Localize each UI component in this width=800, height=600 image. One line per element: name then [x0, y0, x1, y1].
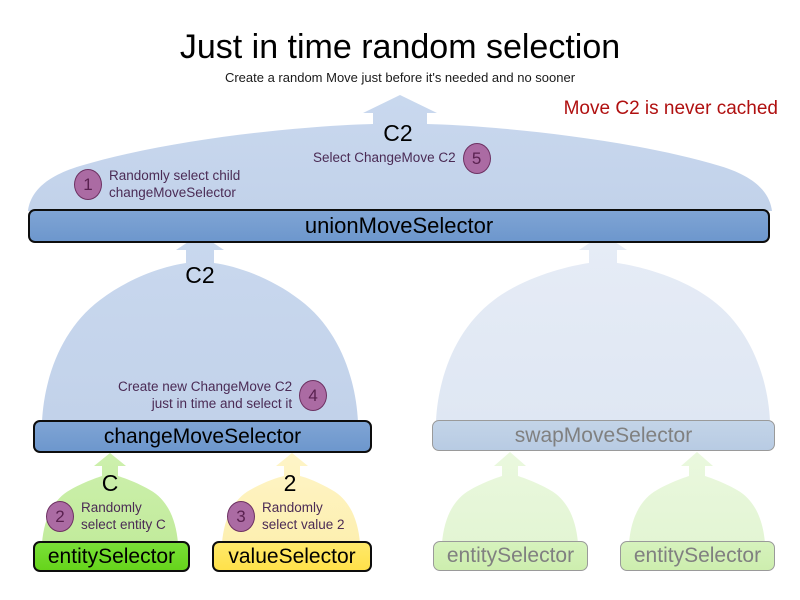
node-union-move-selector[interactable]: unionMoveSelector: [28, 209, 770, 243]
move-label-union: C2: [383, 120, 413, 146]
annotation-4-text: Create new ChangeMove C2 just in time an…: [118, 379, 293, 411]
move-label-value: 2: [283, 470, 297, 496]
fan-swap-to-union: [436, 234, 770, 421]
node-entity-selector-1[interactable]: entitySelector: [33, 541, 190, 572]
annotation-3: 3 Randomly select value 2: [227, 500, 345, 534]
annotation-2-number: 2: [46, 501, 74, 533]
node-swap-move-selector[interactable]: swapMoveSelector: [432, 420, 775, 451]
annotation-3-text: Randomly select value 2: [262, 500, 345, 532]
fan-entity2-to-swap: [442, 452, 578, 543]
annotation-1-number: 1: [74, 169, 102, 201]
callout-never-cached: Move C2 is never cached: [563, 98, 778, 119]
move-label-change: C2: [185, 262, 215, 288]
fan-change-to-union: [42, 234, 358, 422]
node-entity-selector-2[interactable]: entitySelector: [433, 541, 588, 571]
node-value-selector-1[interactable]: valueSelector: [212, 541, 372, 572]
fan-value1-to-change: [222, 453, 360, 543]
fan-entity1-to-change: [42, 453, 178, 543]
annotation-5: 5 Select ChangeMove C2: [313, 143, 491, 174]
node-change-move-selector[interactable]: changeMoveSelector: [33, 420, 372, 453]
annotation-1-text: Randomly select child changeMoveSelector: [109, 168, 241, 200]
annotation-5-text: Select ChangeMove C2: [313, 150, 456, 166]
node-entity-selector-3[interactable]: entitySelector: [620, 541, 775, 571]
page-title: Just in time random selection: [179, 28, 621, 66]
annotation-2-text: Randomly select entity C: [81, 500, 166, 532]
annotation-4-number: 4: [299, 380, 328, 412]
fan-union-out: [28, 95, 772, 211]
page-subtitle: Create a random Move just before it's ne…: [224, 70, 576, 85]
fan-entity3-to-swap: [629, 452, 765, 543]
annotation-3-number: 3: [227, 501, 255, 533]
annotation-4: 4 Create new ChangeMove C2 just in time …: [118, 379, 328, 413]
move-label-entity: C: [101, 470, 119, 496]
annotation-5-number: 5: [462, 143, 491, 174]
annotation-1: 1 Randomly select child changeMoveSelect…: [74, 168, 240, 202]
annotation-2: 2 Randomly select entity C: [46, 500, 166, 534]
